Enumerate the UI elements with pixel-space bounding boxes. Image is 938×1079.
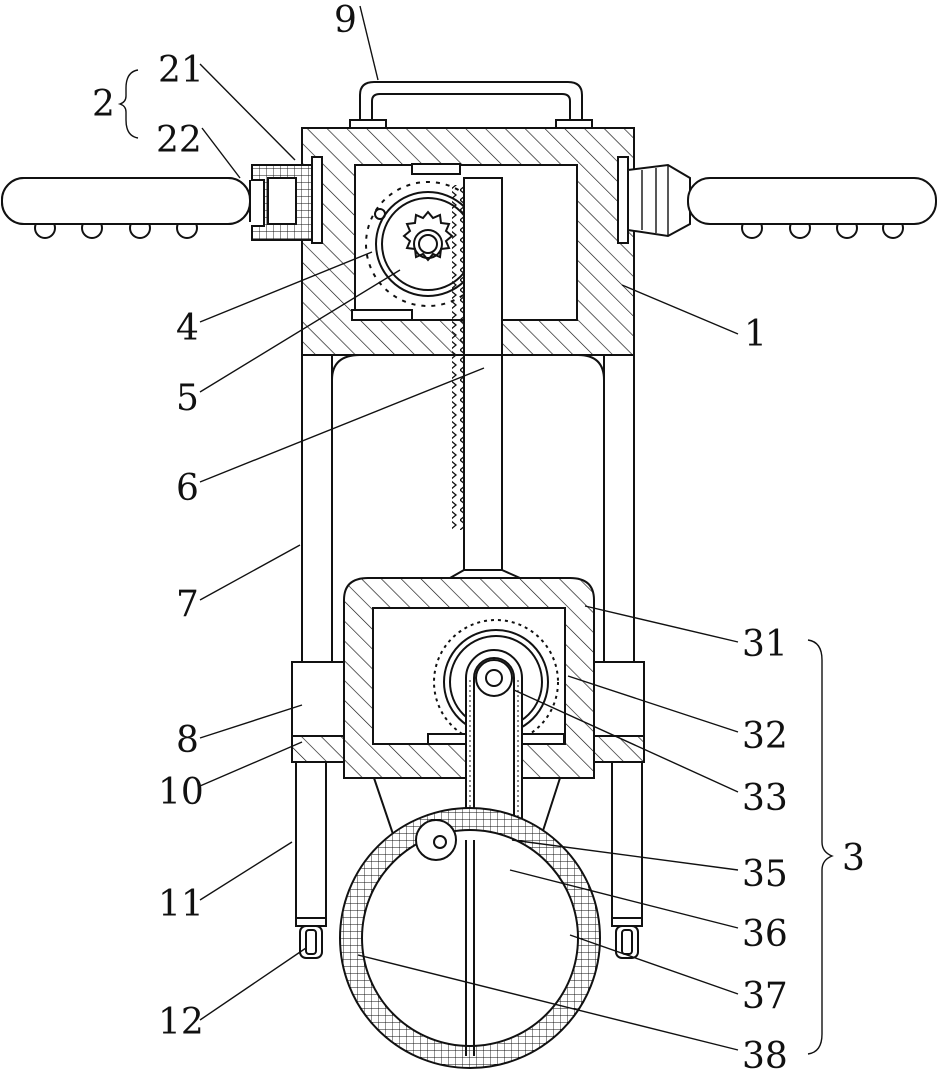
label-5: 5 [176, 378, 199, 419]
label-1: 1 [744, 314, 767, 355]
label-21: 21 [158, 50, 204, 91]
label-31: 31 [742, 624, 788, 665]
label-32: 32 [742, 716, 788, 757]
label-35: 35 [742, 854, 788, 895]
label-8: 8 [176, 720, 199, 761]
label-37: 37 [742, 976, 788, 1017]
label-12: 12 [158, 1002, 204, 1043]
left-arm [2, 157, 322, 243]
label-9: 9 [334, 0, 357, 41]
label-4: 4 [176, 308, 199, 349]
label-10: 10 [158, 772, 204, 813]
label-36: 36 [742, 914, 788, 955]
right-arm [618, 157, 936, 243]
label-38: 38 [742, 1036, 788, 1077]
label-33: 33 [742, 778, 788, 819]
label-6: 6 [176, 468, 199, 509]
label-22: 22 [156, 120, 202, 161]
label-3: 3 [842, 838, 865, 879]
top-handle [350, 82, 592, 130]
label-7: 7 [176, 584, 199, 625]
label-2: 2 [92, 84, 115, 125]
label-11: 11 [158, 884, 204, 925]
